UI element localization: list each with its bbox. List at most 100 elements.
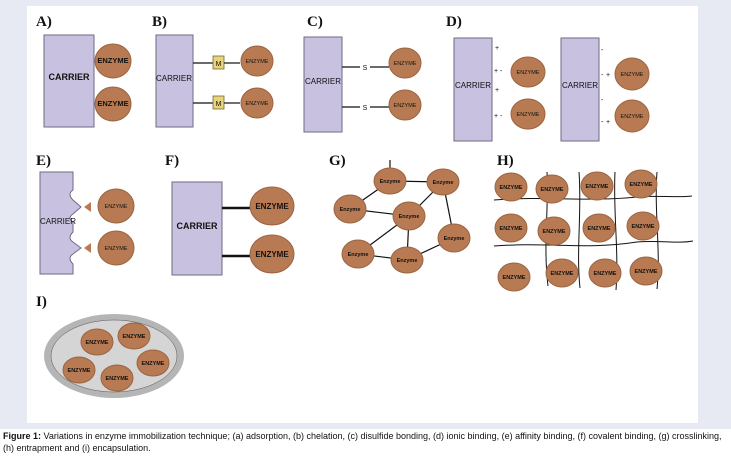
binding-tip [84,243,91,253]
enzyme-label: ENZYME [255,250,289,259]
enzyme-label: ENZYME [500,185,523,191]
figure-area: A) CARRIER ENZYME ENZYME B) CARRIER M EN… [27,6,698,423]
panel-d: D) CARRIER + + - + + - ENZYME ENZYME CAR… [446,14,650,142]
metal-linker-label: M [216,61,222,68]
sulfur-label: S [363,105,368,112]
lattice-fiber [578,171,581,289]
enzyme-label: ENZYME [541,187,564,193]
carrier-label: CARRIER [305,77,341,86]
charge-sign: - [601,72,604,79]
panel-label-a: A) [36,14,52,30]
panel-label-b: B) [152,14,167,30]
carrier-label: CARRIER [48,72,90,82]
carrier-block [303,36,343,133]
carrier-block [560,37,600,142]
carrier-label: CARRIER [156,74,192,83]
panel-label-f: F) [165,153,179,169]
charge-sign: - [601,97,604,104]
enzyme [240,87,274,119]
lattice-fiber [493,240,694,247]
enzyme [510,98,546,130]
carrier-label: CARRIER [40,217,76,226]
charge-sign: + [495,87,499,94]
panel-f: F) CARRIER ENZYME ENZYME [165,153,295,276]
enzyme-label: ENZYME [394,103,417,109]
enzyme [80,328,114,356]
enzyme [626,211,660,241]
panel-e: E) CARRIER ENZYME ENZYME [36,153,135,275]
enzyme [392,201,426,231]
enzyme [97,230,135,266]
enzyme [100,364,134,392]
enzyme-label: Enzyme [397,258,418,264]
charge-pair: + - [494,113,503,120]
enzyme-label: ENZYME [630,182,653,188]
charge-sign: - [601,119,604,126]
lattice-fiber [493,195,693,201]
enzyme [97,188,135,224]
caption-text: Variations in enzyme immobilization tech… [3,431,722,453]
enzyme-label: ENZYME [105,204,128,210]
enzyme [537,216,571,246]
enzyme-label: Enzyme [380,179,401,185]
charge-pair: + - [494,68,503,75]
carrier-block [453,37,493,142]
enzyme-label: Enzyme [433,180,454,186]
enzyme [94,86,132,122]
enzyme [94,43,132,79]
enzyme-label: Enzyme [348,252,369,258]
enzyme [614,57,650,91]
enzyme [614,99,650,133]
enzyme-label: ENZYME [105,246,128,252]
carrier-label: CARRIER [176,221,218,231]
enzyme-label: ENZYME [517,70,540,76]
enzyme [62,356,96,384]
enzyme [545,258,579,288]
enzyme [624,169,658,199]
panel-g: G) Enzyme Enzyme Enzyme Enzyme Enzyme En… [329,153,471,274]
panel-a: A) CARRIER ENZYME ENZYME [36,14,132,128]
enzyme [341,239,375,269]
carrier-block [43,34,95,128]
sulfur-label: S [363,65,368,72]
panel-b: B) CARRIER M ENZYME M ENZYME [152,14,274,128]
enzyme [582,213,616,243]
enzyme-label: ENZYME [97,99,128,108]
immobilization-diagram: A) CARRIER ENZYME ENZYME B) CARRIER M EN… [36,14,694,398]
panel-label-c: C) [307,14,323,30]
enzyme-label: ENZYME [394,61,417,67]
carrier-block [39,171,82,275]
panel-label-h: H) [497,153,514,169]
enzyme [249,234,295,274]
enzyme [588,258,622,288]
enzyme-label: ENZYME [586,184,609,190]
enzyme [629,256,663,286]
enzyme [333,194,367,224]
enzyme [117,322,151,350]
enzyme [580,171,614,201]
carrier-block [155,34,194,128]
enzyme-label: ENZYME [621,114,644,120]
panel-label-d: D) [446,14,462,30]
enzyme [510,56,546,88]
enzyme-label: ENZYME [500,226,523,232]
metal-linker-label: M [216,101,222,108]
enzyme [240,45,274,77]
enzyme-label: Enzyme [340,207,361,213]
figure-caption: Figure 1: Variations in enzyme immobiliz… [3,431,727,454]
enzyme [390,246,424,274]
enzyme-label: ENZYME [503,275,526,281]
enzyme-label: ENZYME [97,56,128,65]
enzyme [249,186,295,226]
binding-tip [84,202,91,212]
enzyme [494,213,528,243]
caption-lead: Figure 1: [3,431,42,441]
enzyme-label: ENZYME [246,101,269,107]
enzyme-label: ENZYME [246,59,269,65]
enzyme [388,47,422,79]
enzyme-label: ENZYME [621,72,644,78]
carrier-label: CARRIER [562,81,598,90]
panel-label-e: E) [36,153,51,169]
panel-label-g: G) [329,153,346,169]
carrier-label: CARRIER [455,81,491,90]
